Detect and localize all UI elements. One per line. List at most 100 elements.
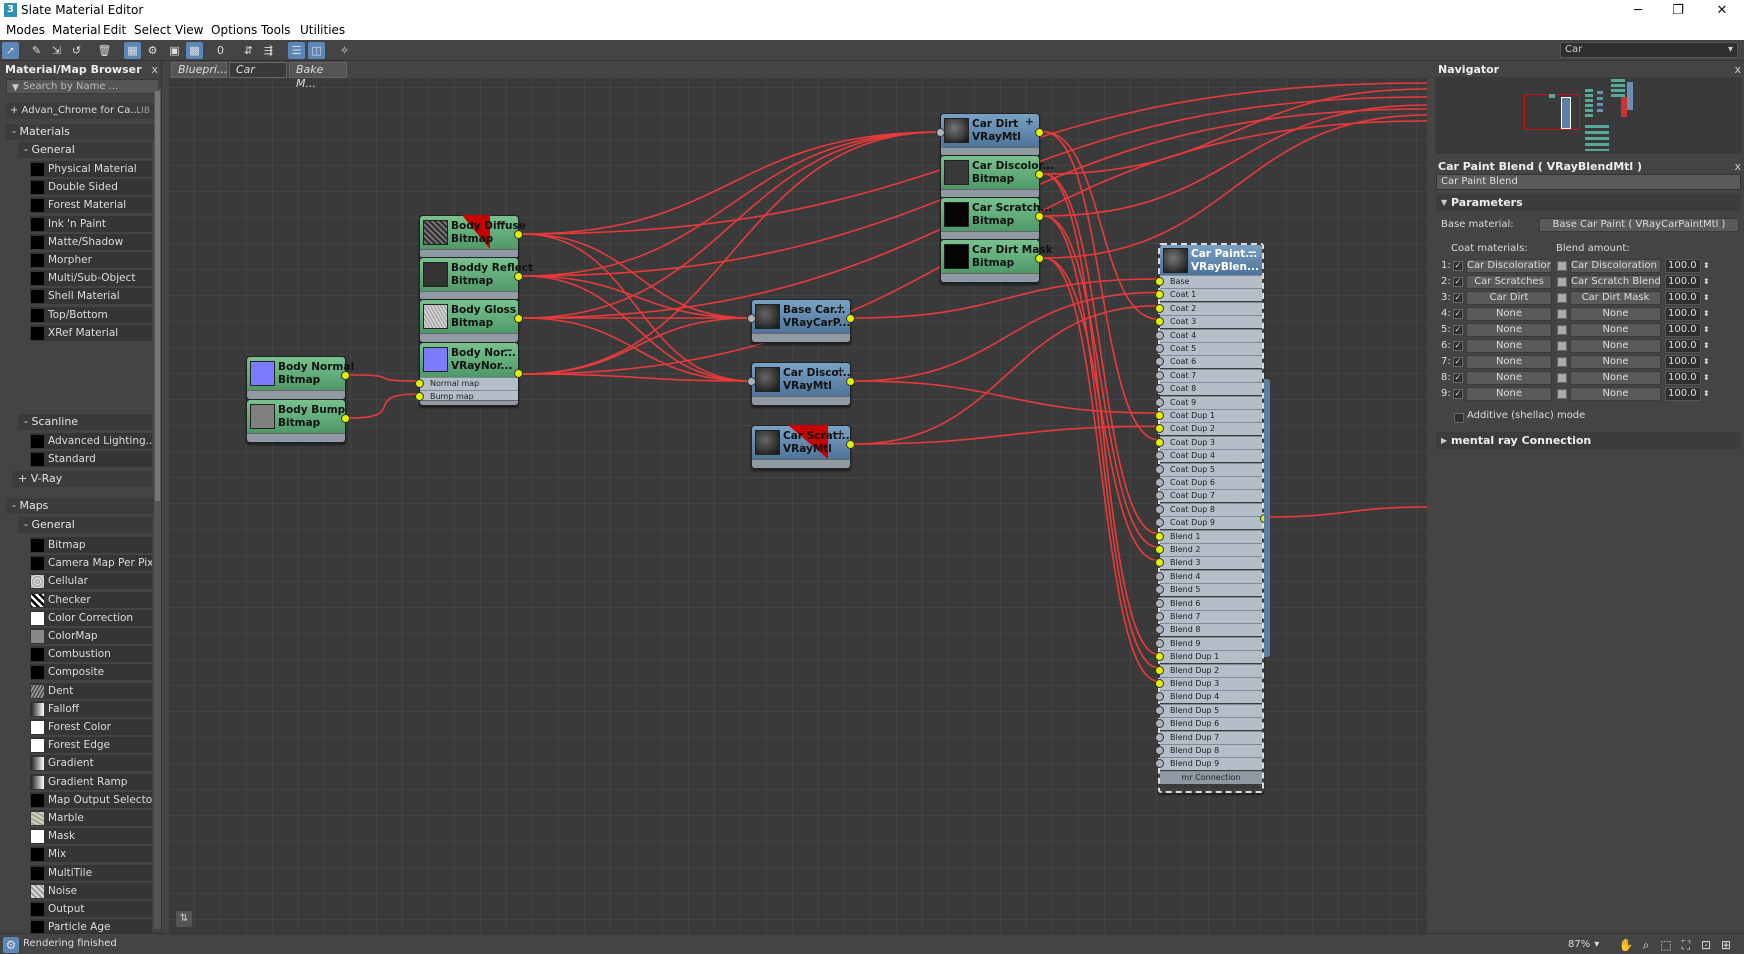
node-car-discoloration-mtl[interactable]: Car Disco... VRayMtl + — [747, 362, 855, 406]
slot-coat-6[interactable]: Coat 6 — [1160, 355, 1262, 369]
slot-blend-dup-1[interactable]: Blend Dup 1 — [1160, 650, 1262, 664]
zoom-icon[interactable]: ⌕ — [1642, 938, 1650, 952]
node-boddy-reflect[interactable]: Boddy Reflect Bitmap — [419, 257, 533, 301]
input-port[interactable] — [1155, 518, 1164, 528]
input-port[interactable] — [1155, 290, 1164, 300]
input-port[interactable] — [1155, 598, 1164, 608]
input-port[interactable] — [1155, 625, 1164, 635]
material-name-field[interactable]: Car Paint Blend — [1436, 174, 1741, 190]
browser-item-falloff[interactable]: Falloff — [30, 700, 152, 718]
slot-blend-3[interactable]: Blend 3 — [1160, 556, 1262, 570]
browser-item-multitile[interactable]: MultiTile — [30, 864, 152, 882]
close-icon[interactable]: x — [151, 63, 158, 76]
mr-connection-row[interactable]: mr Connection — [1160, 771, 1262, 784]
menu-tools[interactable]: Tools — [261, 23, 291, 37]
show-map-icon[interactable]: ▣ — [169, 44, 180, 57]
input-port[interactable] — [936, 128, 945, 137]
slot-coat-2[interactable]: Coat 2 — [1160, 301, 1262, 315]
input-port[interactable] — [415, 379, 424, 388]
show-background-icon[interactable]: ▩ — [186, 42, 203, 59]
slot-bump-map[interactable]: Bump map — [420, 390, 518, 403]
input-port[interactable] — [1155, 478, 1164, 487]
input-port[interactable] — [1155, 370, 1164, 380]
move-children-icon[interactable]: ▦ — [124, 42, 141, 59]
blend-color-swatch[interactable] — [1557, 373, 1567, 383]
blend-amount-spinner[interactable]: 100.0 — [1665, 259, 1701, 273]
input-port[interactable] — [1155, 652, 1164, 662]
blend-amount-spinner[interactable]: 100.0 — [1665, 275, 1701, 289]
slot-blend-2[interactable]: Blend 2 — [1160, 543, 1262, 556]
param-editor-toggle-icon[interactable]: ◫ — [308, 42, 325, 59]
search-input[interactable]: ▼ Search by Name ... — [6, 79, 159, 94]
coat-enabled-checkbox[interactable]: ✓ — [1453, 373, 1463, 383]
browser-item-dent[interactable]: Dent — [30, 682, 152, 700]
node-car-dirt[interactable]: Car Dirt VRayMtl + — [936, 113, 1044, 157]
tab-car[interactable]: Car — [229, 62, 287, 78]
node-car-scratches-mtl[interactable]: Car Scrat... VRayMtl + — [751, 425, 855, 469]
slot-blend-dup-8[interactable]: Blend Dup 8 — [1160, 744, 1262, 757]
browser-item-mix[interactable]: Mix — [30, 846, 152, 864]
browser-item-marble[interactable]: Marble — [30, 810, 152, 827]
browser-item-multi-sub-object[interactable]: Multi/Sub-Object — [30, 270, 152, 288]
zoom-extents-selected-icon[interactable]: ⊡ — [1700, 938, 1712, 952]
slot-coat-5[interactable]: Coat 5 — [1160, 342, 1262, 355]
delete-icon[interactable]: 🗑 — [97, 44, 112, 57]
menu-utilities[interactable]: Utilities — [300, 23, 346, 37]
browser-item-camera-map-per-pixel[interactable]: Camera Map Per Pixel — [30, 555, 152, 573]
slot-coat-dup-5[interactable]: Coat Dup 5 — [1160, 462, 1262, 476]
maps-general-group[interactable]: - General — [18, 517, 152, 533]
slot-coat-dup-2[interactable]: Coat Dup 2 — [1160, 422, 1262, 436]
coat-material-button[interactable]: None — [1466, 307, 1552, 321]
coat-enabled-checkbox[interactable]: ✓ — [1453, 341, 1463, 351]
collapse-icon[interactable]: − — [502, 343, 513, 357]
menu-view[interactable]: View — [175, 23, 204, 37]
node-car-discolor-bitmap[interactable]: Car Discolor... Bitmap — [940, 155, 1054, 199]
slot-coat-1[interactable]: Coat 1 — [1160, 288, 1262, 302]
blend-map-button[interactable]: Car Scratch Blend — [1570, 275, 1661, 289]
minimize-button[interactable]: ─ — [1634, 3, 1642, 18]
browser-item-forest-material[interactable]: Forest Material — [30, 197, 152, 215]
expand-icon[interactable]: + — [1024, 115, 1034, 128]
input-port[interactable] — [1155, 692, 1164, 702]
blend-amount-spinner[interactable]: 100.0 — [1665, 371, 1701, 385]
tab-blueprint[interactable]: Bluepri... — [171, 62, 227, 78]
slot-coat-7[interactable]: Coat 7 — [1160, 368, 1262, 382]
vray-group[interactable]: + V-Ray — [12, 471, 152, 487]
close-icon[interactable]: x — [1734, 63, 1741, 76]
materials-general-group[interactable]: - General — [18, 142, 152, 158]
input-port[interactable] — [747, 377, 756, 386]
input-port[interactable] — [415, 392, 424, 401]
input-port[interactable] — [1155, 397, 1164, 407]
output-port[interactable] — [1035, 128, 1044, 137]
node-view[interactable]: Car Dirt VRayMtl + Car Discolor... Bitma… — [168, 61, 1427, 933]
browser-item-ink-n-paint[interactable]: Ink 'n Paint — [30, 215, 152, 233]
input-port[interactable] — [1155, 719, 1164, 729]
blend-scrollbar[interactable] — [1264, 379, 1270, 657]
scanline-group[interactable]: - Scanline — [18, 414, 152, 430]
blend-map-button[interactable]: Car Dirt Mask — [1570, 291, 1661, 305]
browser-item-shell-material[interactable]: Shell Material — [30, 288, 152, 306]
slot-coat-8[interactable]: Coat 8 — [1160, 382, 1262, 396]
browser-item-map-output-selector[interactable]: Map Output Selector — [30, 791, 152, 809]
browser-item-combustion[interactable]: Combustion — [30, 646, 152, 664]
collapse-icon[interactable]: − — [1246, 245, 1257, 259]
output-port[interactable] — [846, 314, 855, 323]
output-port[interactable] — [1035, 254, 1044, 263]
slot-coat-dup-4[interactable]: Coat Dup 4 — [1160, 449, 1262, 463]
browser-item-forest-color[interactable]: Forest Color — [30, 719, 152, 736]
browser-item-color-correction[interactable]: Color Correction — [30, 609, 152, 627]
slot-blend-6[interactable]: Blend 6 — [1160, 596, 1262, 610]
blend-amount-spinner[interactable]: 100.0 — [1665, 291, 1701, 305]
input-port[interactable] — [1155, 411, 1164, 420]
slot-blend-5[interactable]: Blend 5 — [1160, 583, 1262, 597]
input-port[interactable] — [1155, 531, 1164, 541]
zoom-region-icon[interactable]: ⬚ — [1660, 938, 1672, 952]
browser-item-morpher[interactable]: Morpher — [30, 252, 152, 269]
coat-enabled-checkbox[interactable]: ✓ — [1453, 261, 1463, 271]
coat-material-button[interactable]: None — [1466, 387, 1552, 401]
browser-item-gradient[interactable]: Gradient — [30, 755, 152, 773]
navigator-toggle-icon[interactable]: ⇅ — [176, 911, 192, 927]
close-icon[interactable]: x — [1734, 160, 1741, 173]
browser-toggle-icon[interactable]: ☰ — [288, 42, 305, 59]
input-port[interactable] — [1155, 759, 1164, 769]
